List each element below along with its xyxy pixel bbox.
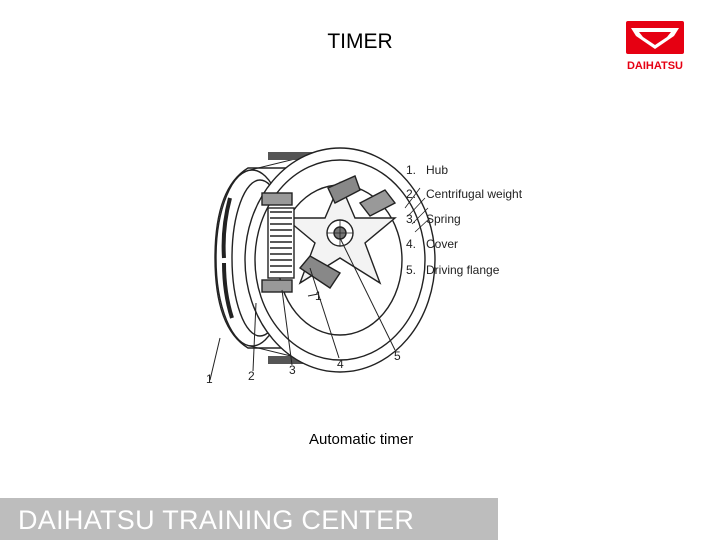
figure-caption: Automatic timer (309, 431, 414, 448)
slide-title: TIMER (0, 30, 720, 54)
daihatsu-logo: DAIHATSU (617, 18, 693, 76)
legend-label-centrifugal-weight: Centrifugal weight (426, 187, 523, 201)
legend-num-5: 5. (406, 263, 416, 277)
footer-bar: DAIHATSU TRAINING CENTER (0, 498, 498, 540)
callout-1-inner: 1 (315, 289, 322, 303)
timer-diagram: 1 2 3 4 5 1 1. Hub 2. Centrifugal weight 3… (190, 128, 550, 398)
callout-5: 5 (394, 349, 401, 363)
legend-label-cover: Cover (426, 237, 458, 251)
callout-3: 3 (289, 363, 296, 377)
callout-4: 4 (337, 357, 344, 371)
legend-num-3: 3. (406, 212, 416, 226)
logo-wordmark: DAIHATSU (627, 60, 683, 72)
svg-text:2.Centrifugal weight: 2. Centrifugal weight (406, 187, 523, 201)
callout-1: 1 (206, 372, 213, 386)
legend-label-driving-flange: Driving flange (426, 263, 500, 277)
legend-label-hub: Hub (426, 163, 448, 177)
legend-label-spring: Spring (426, 212, 461, 226)
svg-text:1.Hub: 1. Hub (406, 163, 448, 177)
svg-text:5.Driving flange: 5. Driving flange (406, 263, 500, 277)
legend-num-1: 1. (406, 163, 416, 177)
svg-text:3.Spring: 3. Spring (406, 212, 461, 226)
legend-num-4: 4. (406, 237, 416, 251)
footer-text: DAIHATSU TRAINING CENTER (18, 505, 415, 535)
title-text: TIMER (327, 30, 393, 53)
svg-text:4.Cover: 4. Cover (406, 237, 458, 251)
legend-num-2: 2. (406, 187, 416, 201)
callout-2: 2 (248, 369, 255, 383)
